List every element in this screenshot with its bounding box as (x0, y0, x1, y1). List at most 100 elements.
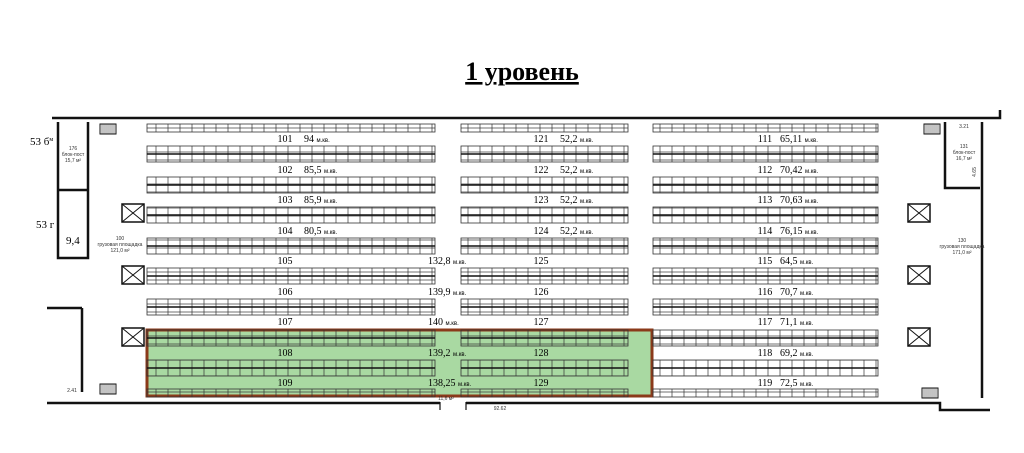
unit-106[interactable]: 106 139,9 м.кв. (278, 287, 467, 298)
room-9-4: 9,4 (66, 235, 80, 247)
unit-115[interactable]: 115 64,5 м.кв. (758, 256, 814, 267)
unit-area: 72,5 м.кв. (780, 378, 814, 389)
shelf-row (652, 388, 879, 398)
shelf-row (146, 123, 436, 133)
shelf-row (652, 367, 879, 377)
shelf-row (146, 153, 436, 163)
unit-area: 71,1 м.кв. (780, 317, 814, 328)
unit-127[interactable]: 127 (534, 317, 549, 328)
unit-area: 94 м.кв. (304, 134, 330, 145)
unit-102[interactable]: 102 85,5 м.кв. (278, 165, 338, 176)
unit-103[interactable]: 103 85,9 м.кв. (278, 195, 338, 206)
unit-area: 139,2 м.кв. (428, 348, 467, 359)
unit-116[interactable]: 116 70,7 м.кв. (758, 287, 814, 298)
unit-number: 114 (758, 226, 773, 237)
unit-101[interactable]: 101 94 м.кв. (278, 134, 331, 145)
dim-11-6: 11,6 м² (438, 396, 454, 402)
unit-125[interactable]: 125 (534, 256, 549, 267)
shelf-row (460, 329, 629, 339)
unit-number: 115 (758, 256, 773, 267)
unit-number: 121 (534, 134, 549, 145)
unit-number: 128 (534, 348, 549, 359)
shelf-row (460, 275, 629, 285)
unit-number: 125 (534, 256, 549, 267)
shelf-row (146, 275, 436, 285)
unit-number: 118 (758, 348, 773, 359)
shelf-row (460, 145, 629, 155)
unit-number: 127 (534, 317, 549, 328)
unit-number: 116 (758, 287, 773, 298)
room-100: 121,0 м² (110, 248, 129, 254)
unit-number: 119 (758, 378, 773, 389)
unit-number: 105 (278, 256, 293, 267)
shelf-row (460, 123, 629, 133)
unit-number: 101 (278, 134, 293, 145)
unit-128[interactable]: 128 (534, 348, 549, 359)
shelf-row (652, 184, 879, 194)
unit-number: 107 (278, 317, 293, 328)
unit-119[interactable]: 119 72,5 м.кв. (758, 378, 814, 389)
shelf-row (652, 275, 879, 285)
unit-area: 70,7 м.кв. (780, 287, 814, 298)
room-131: блок-пост (953, 150, 976, 156)
dim-2-41: 2.41 (67, 388, 77, 394)
unit-area: 52,2 м.кв. (560, 165, 594, 176)
shelf-row (460, 388, 629, 398)
shelf-row (460, 306, 629, 316)
unit-area: 64,5 м.кв. (780, 256, 814, 267)
shelf-row (652, 214, 879, 224)
unit-area: 139,9 м.кв. (428, 287, 467, 298)
room-100: грузовая площадка (98, 242, 143, 248)
unit-number: 126 (534, 287, 549, 298)
unit-area: 140 м.кв. (428, 317, 459, 328)
unit-number: 106 (278, 287, 293, 298)
unit-area: 52,2 м.кв. (560, 226, 594, 237)
unit-area: 76,15 м.кв. (780, 226, 819, 237)
room-130: 130 (958, 238, 967, 244)
shelf-row (146, 214, 436, 224)
room-176: блок-пост (62, 152, 85, 158)
unit-area: 85,5 м.кв. (304, 165, 338, 176)
unit-number: 103 (278, 195, 293, 206)
wall (47, 401, 990, 412)
shelf-row (146, 206, 436, 216)
unit-number: 102 (278, 165, 293, 176)
unit-number: 112 (758, 165, 773, 176)
shelf-row (146, 298, 436, 308)
shelf-row (460, 184, 629, 194)
label-53b: 53 бм (30, 136, 53, 148)
unit-129[interactable]: 129 (534, 378, 549, 389)
shelf-row (652, 245, 879, 255)
shelf-row (146, 329, 436, 339)
unit-114[interactable]: 114 76,15 м.кв. (758, 226, 819, 237)
unit-107[interactable]: 107 140 м.кв. (278, 317, 460, 328)
shelf-row (146, 306, 436, 316)
shelf-row (460, 337, 629, 347)
shelf-row (146, 388, 436, 398)
unit-area: 85,9 м.кв. (304, 195, 338, 206)
shelf-row (652, 176, 879, 186)
shelf-row (652, 267, 879, 277)
shelf-row (146, 337, 436, 347)
unit-number: 123 (534, 195, 549, 206)
unit-126[interactable]: 126 (534, 287, 549, 298)
dim-4-65: 4.65 (972, 167, 978, 177)
room-130: 171,0 м² (952, 250, 971, 256)
shelf-row (146, 145, 436, 155)
shelf-row (146, 184, 436, 194)
